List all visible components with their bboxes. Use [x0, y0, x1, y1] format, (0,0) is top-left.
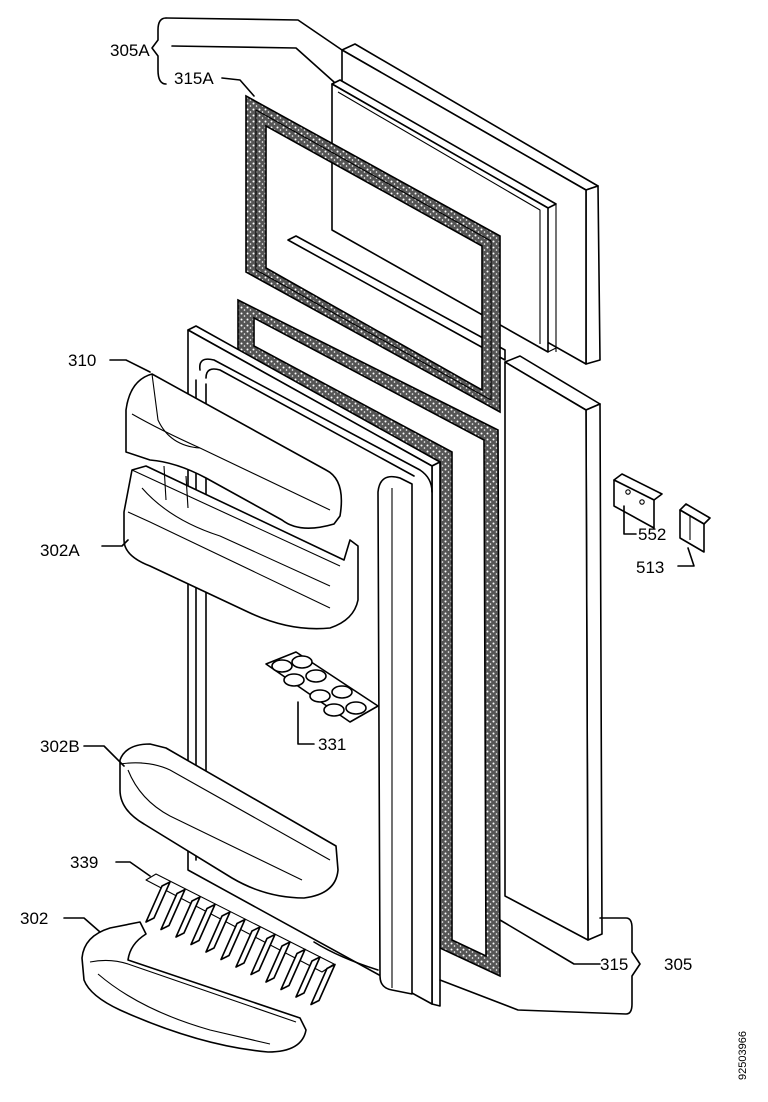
hinge-bracket-552	[613, 473, 663, 529]
bottle-grid-bar	[310, 963, 336, 1006]
label-310: 310	[68, 351, 96, 370]
egg-tray	[265, 651, 379, 723]
freezer-gasket	[245, 94, 501, 414]
upper-door-shelf	[123, 465, 359, 630]
bottle-grid-bar	[265, 941, 291, 983]
bottle-grid-bar	[175, 896, 201, 938]
bottom-bottle-shelf	[81, 921, 307, 1053]
bottle-grid	[145, 873, 336, 1006]
callout-labels: 305A 315A 310 302A 552 513 331 302B 339 …	[20, 41, 749, 1080]
drawing-number: 92503966	[737, 1031, 749, 1080]
label-305a: 305A	[110, 41, 150, 60]
fridge-door-panel	[504, 355, 603, 941]
bottle-grid-bar	[190, 903, 216, 946]
leader-lines	[63, 17, 695, 1015]
label-552: 552	[638, 525, 666, 544]
label-315: 315	[600, 955, 628, 974]
bottle-grid-bar	[280, 948, 306, 991]
bottle-grid-bar	[295, 956, 321, 998]
label-315a: 315A	[174, 69, 214, 88]
bottle-grid-bar	[250, 933, 276, 976]
dairy-compartment-cover	[125, 373, 343, 529]
bottle-grid-bar	[205, 911, 231, 953]
label-331: 331	[318, 735, 346, 754]
bottle-grid-bar	[235, 926, 261, 968]
hinge-bracket-513	[679, 503, 711, 553]
bottle-grid-bar	[145, 881, 171, 923]
label-513: 513	[636, 558, 664, 577]
label-339: 339	[70, 853, 98, 872]
label-302b: 302B	[40, 737, 80, 756]
middle-door-shelf	[119, 743, 339, 899]
label-305: 305	[664, 955, 692, 974]
bottle-grid-bar	[220, 918, 246, 961]
label-302a: 302A	[40, 541, 80, 560]
label-302: 302	[20, 909, 48, 928]
bottle-grid-frame	[145, 873, 335, 973]
bottle-grid-bar	[160, 888, 186, 931]
